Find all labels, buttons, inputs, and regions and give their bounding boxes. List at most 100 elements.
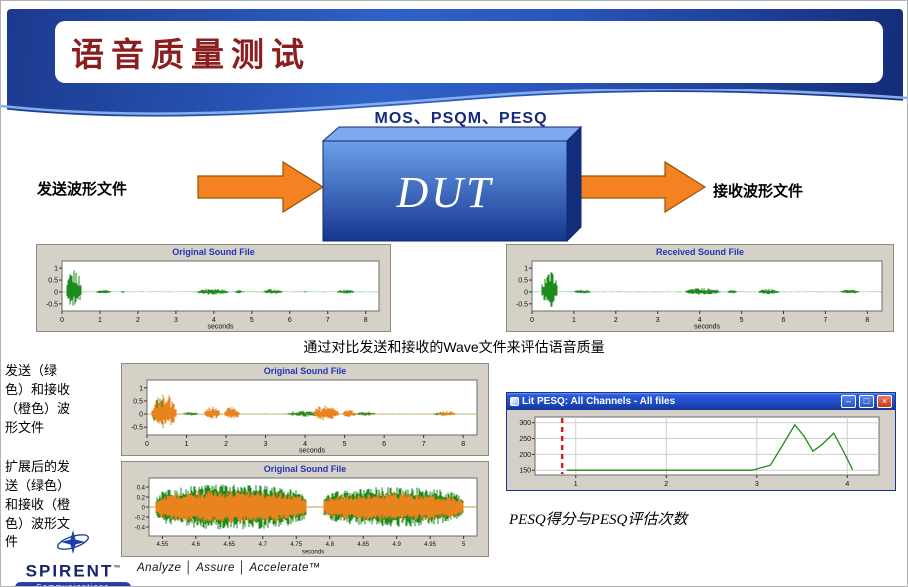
receive-file-label: 接收波形文件: [713, 183, 804, 200]
chart-title: Received Sound File: [655, 247, 745, 257]
svg-text:-0.2: -0.2: [135, 515, 146, 521]
brand-name: SPIRENT™: [15, 560, 131, 581]
compare-description: 通过对比发送和接收的Wave文件来评估语音质量: [303, 339, 605, 355]
svg-text:4.85: 4.85: [357, 542, 369, 548]
brand-subtitle: Communications: [15, 581, 131, 586]
svg-text:7: 7: [823, 317, 827, 324]
svg-text:200: 200: [519, 452, 531, 459]
pesq-caption: PESQ得分与PESQ评估次数: [509, 512, 688, 528]
svg-text:1: 1: [98, 317, 102, 324]
svg-text:seconds: seconds: [299, 448, 326, 455]
arrow-right-icon: [197, 160, 325, 214]
close-button[interactable]: ×: [877, 395, 892, 408]
pesq-window-title: Lit PESQ: All Channels - All files: [522, 396, 676, 407]
svg-text:0: 0: [54, 289, 58, 296]
svg-text:2: 2: [224, 441, 228, 448]
svg-text:4.7: 4.7: [259, 542, 268, 548]
chart-title: Original Sound File: [172, 247, 255, 257]
svg-text:6: 6: [382, 441, 386, 448]
waveform-chart-received: 1 0.5 0 -0.5 0 1 2 3 4 5 6 7 8 seconds: [516, 260, 883, 331]
svg-text:0: 0: [142, 505, 146, 511]
tagline: Analyze │ Assure │ Accelerate™: [137, 562, 321, 574]
svg-text:0.2: 0.2: [137, 495, 146, 501]
svg-text:1: 1: [54, 266, 58, 273]
svg-text:3: 3: [656, 317, 660, 324]
svg-text:8: 8: [865, 317, 869, 324]
label-expanded-waveforms: 扩展后的发送（绿色）和接收（橙色）波形文件: [5, 459, 71, 550]
svg-text:4: 4: [212, 317, 216, 324]
brand-word: SPIRENT: [25, 561, 114, 581]
svg-text:6: 6: [782, 317, 786, 324]
svg-text:4: 4: [698, 317, 702, 324]
svg-text:2: 2: [614, 317, 618, 324]
svg-text:4: 4: [845, 481, 849, 488]
svg-text:7: 7: [422, 441, 426, 448]
svg-text:-0.5: -0.5: [516, 301, 528, 308]
svg-text:1: 1: [574, 481, 578, 488]
dut-label: DUT: [395, 168, 494, 217]
svg-text:4.9: 4.9: [393, 542, 402, 548]
svg-text:4.65: 4.65: [223, 542, 235, 548]
svg-text:seconds: seconds: [207, 324, 234, 331]
svg-text:0.4: 0.4: [137, 485, 146, 491]
waveform-panel-received: Received Sound File 1 0.5 0 -0.5 0 1 2 3 4 5 6 7 8 se…: [506, 244, 894, 332]
banner-swoosh: [1, 89, 907, 141]
svg-text:6: 6: [288, 317, 292, 324]
send-file-label: 发送波形文件: [37, 181, 128, 198]
minimize-button[interactable]: –: [841, 395, 856, 408]
pesq-window: Lit PESQ: All Channels - All files – □ ×…: [506, 392, 896, 491]
svg-text:4.55: 4.55: [157, 542, 169, 548]
maximize-button[interactable]: □: [859, 395, 874, 408]
svg-text:2: 2: [136, 317, 140, 324]
svg-text:5: 5: [462, 542, 466, 548]
svg-text:-0.5: -0.5: [131, 425, 143, 432]
svg-text:-0.4: -0.4: [135, 525, 146, 531]
chart-title: Original Sound File: [263, 366, 347, 376]
svg-text:1: 1: [572, 317, 576, 324]
svg-text:0: 0: [139, 411, 143, 418]
svg-text:4.95: 4.95: [424, 542, 436, 548]
svg-text:4: 4: [303, 441, 307, 448]
svg-text:seconds: seconds: [694, 324, 721, 331]
spirent-logo: SPIRENT™ Communications: [15, 529, 131, 586]
svg-text:7: 7: [326, 317, 330, 324]
svg-text:4.6: 4.6: [192, 542, 201, 548]
svg-text:0.5: 0.5: [48, 277, 58, 284]
svg-text:3: 3: [264, 441, 268, 448]
svg-text:0.5: 0.5: [133, 398, 143, 405]
svg-text:1: 1: [524, 266, 528, 273]
svg-text:2: 2: [664, 481, 668, 488]
dut-box: DUT: [321, 125, 583, 243]
label-send-receive-waveforms: 发送（绿色）和接收（橙色）波形文件: [5, 363, 71, 435]
svg-text:1: 1: [185, 441, 189, 448]
svg-text:0: 0: [145, 441, 149, 448]
title-panel: 语音质量测试: [55, 21, 883, 83]
svg-text:8: 8: [364, 317, 368, 324]
svg-text:250: 250: [519, 436, 531, 443]
svg-text:0: 0: [524, 289, 528, 296]
svg-text:seconds: seconds: [302, 550, 324, 556]
svg-text:0: 0: [60, 317, 64, 324]
svg-text:300: 300: [519, 420, 531, 427]
svg-text:150: 150: [519, 468, 531, 475]
window-icon: [510, 397, 519, 406]
svg-text:5: 5: [740, 317, 744, 324]
svg-text:5: 5: [343, 441, 347, 448]
svg-text:4.8: 4.8: [326, 542, 335, 548]
spirent-logo-icon: [56, 530, 90, 554]
pesq-window-titlebar[interactable]: Lit PESQ: All Channels - All files – □ ×: [507, 393, 895, 410]
page-title: 语音质量测试: [71, 36, 311, 73]
svg-text:0: 0: [530, 317, 534, 324]
svg-text:8: 8: [461, 441, 465, 448]
svg-text:0.5: 0.5: [518, 277, 528, 284]
svg-text:5: 5: [250, 317, 254, 324]
